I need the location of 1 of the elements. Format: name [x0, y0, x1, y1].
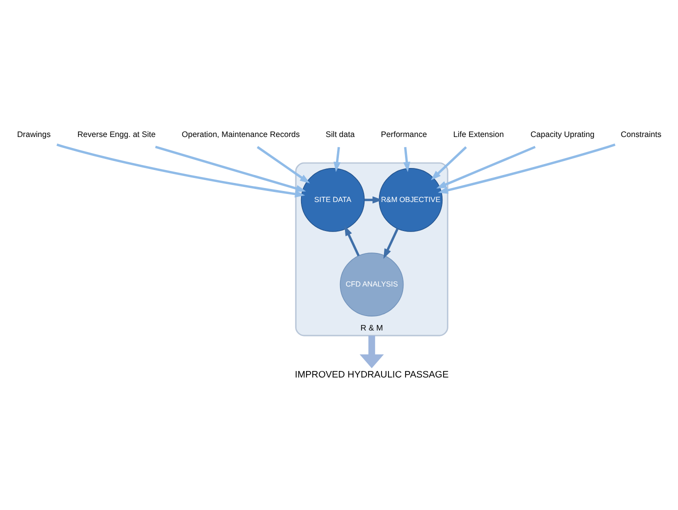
node-text: IMPROVED HYDRAULIC PASSAGE	[294, 368, 449, 380]
